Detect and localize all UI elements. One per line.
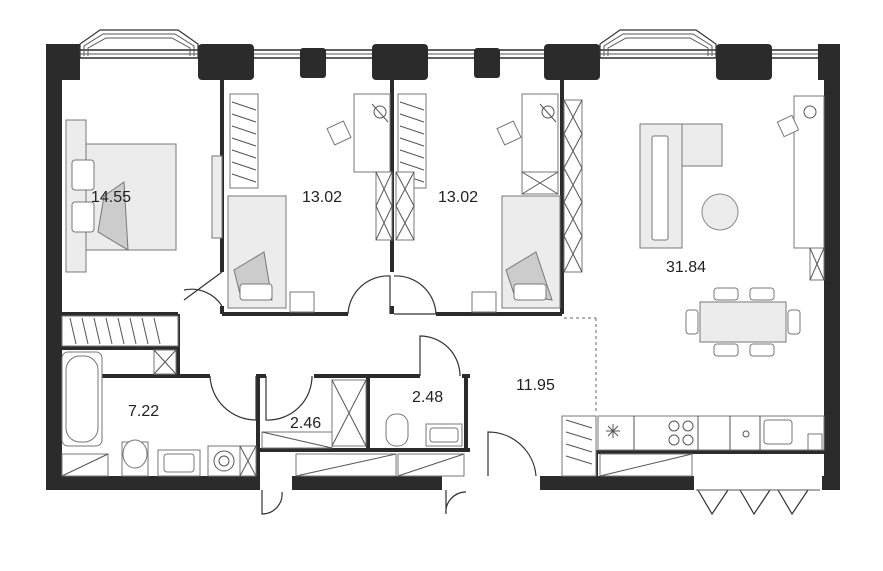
area-label-wc-2: 2.48 [412, 389, 443, 406]
area-label-hallway: 11.95 [516, 377, 555, 394]
south-wall-corner [822, 476, 840, 490]
niches-south [61, 433, 823, 477]
wc-2-fixtures [385, 413, 463, 447]
pier-2 [300, 48, 326, 78]
wardrobe-bathroom [61, 315, 179, 375]
bedroom-2-furniture [227, 93, 393, 313]
pier-5 [544, 44, 600, 80]
area-label-living: 31.84 [666, 259, 706, 276]
pier-3 [372, 44, 428, 80]
south-wall-left [46, 476, 260, 490]
west-wall [46, 46, 62, 490]
area-label-bedroom-main: 14.55 [91, 189, 131, 206]
bay-window-left [79, 29, 199, 58]
bedroom-3-furniture [395, 93, 583, 313]
bay-window-right [599, 29, 717, 58]
doors [183, 271, 820, 516]
east-wall [824, 46, 840, 490]
pier-6 [716, 44, 772, 80]
interior-walls [62, 78, 824, 476]
wc-1-fixtures [261, 379, 367, 449]
area-label-wc-1: 2.46 [290, 415, 321, 432]
south-wall-mid [292, 476, 442, 490]
pier-1 [198, 44, 254, 80]
bed-main [65, 119, 177, 273]
area-label-bathroom: 7.22 [128, 403, 159, 420]
pier-nw [46, 44, 80, 80]
living-furniture [639, 95, 825, 357]
tv-unit [211, 155, 223, 239]
pier-4 [474, 48, 500, 78]
kitchen-counter [561, 415, 825, 477]
south-wall-right [540, 476, 694, 490]
pier-ne [818, 44, 840, 80]
area-label-bedroom-3: 13.02 [438, 189, 478, 206]
area-label-bedroom-2: 13.02 [302, 189, 342, 206]
outer-walls [46, 44, 840, 490]
bathroom-fixtures [61, 351, 257, 477]
